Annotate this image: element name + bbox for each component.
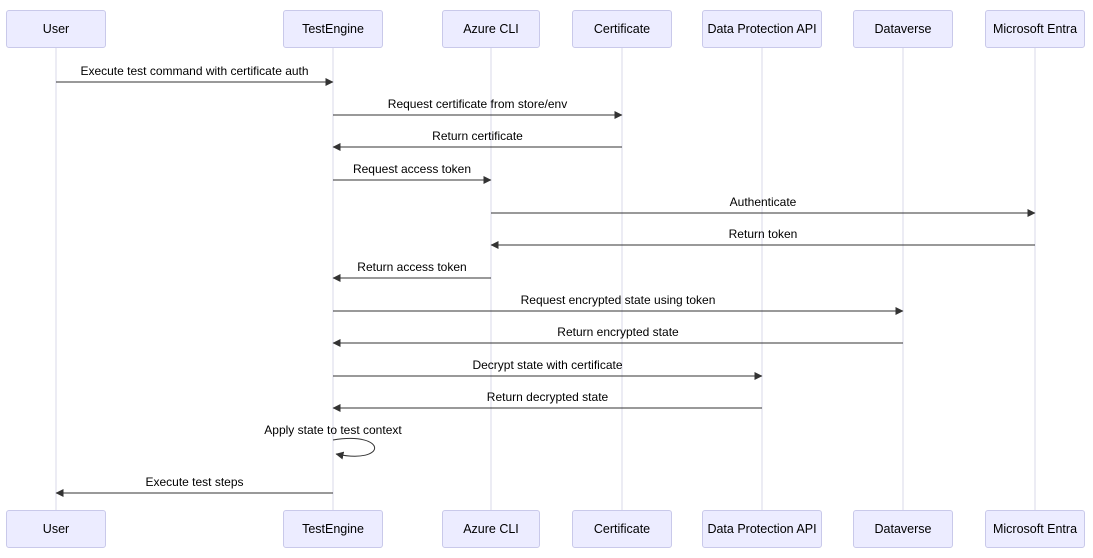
message-label: Request access token bbox=[352, 162, 472, 176]
message-label: Decrypt state with certificate bbox=[472, 358, 623, 372]
actor-box-top-testengine: TestEngine bbox=[283, 10, 383, 48]
actor-label: Dataverse bbox=[874, 22, 932, 36]
actor-label: Azure CLI bbox=[463, 22, 519, 36]
message-label: Request encrypted state using token bbox=[520, 293, 716, 307]
message-label: Return token bbox=[728, 227, 798, 241]
actor-box-bottom-user: User bbox=[6, 510, 106, 548]
actor-label: User bbox=[42, 522, 70, 536]
actor-box-top-entra: Microsoft Entra bbox=[985, 10, 1085, 48]
actor-label: Data Protection API bbox=[707, 522, 817, 536]
actor-label: Certificate bbox=[593, 522, 651, 536]
actor-box-top-azurecli: Azure CLI bbox=[442, 10, 540, 48]
actor-box-top-certificate: Certificate bbox=[572, 10, 672, 48]
actor-label: TestEngine bbox=[302, 22, 364, 36]
actor-box-top-dataverse: Dataverse bbox=[853, 10, 953, 48]
actor-label: TestEngine bbox=[302, 522, 364, 536]
message-label: Apply state to test context bbox=[264, 423, 402, 437]
lifelines bbox=[55, 48, 1036, 510]
actor-box-bottom-certificate: Certificate bbox=[572, 510, 672, 548]
actor-label: Azure CLI bbox=[463, 522, 519, 536]
message-label: Request certificate from store/env bbox=[387, 97, 568, 111]
message-label: Return access token bbox=[357, 260, 467, 274]
actor-label: Dataverse bbox=[874, 522, 932, 536]
message-label: Execute test steps bbox=[145, 475, 244, 489]
message-arrows bbox=[55, 78, 1036, 497]
message-label: Authenticate bbox=[729, 195, 797, 209]
actor-label: Microsoft Entra bbox=[992, 522, 1078, 536]
message-label: Return encrypted state bbox=[557, 325, 679, 339]
actor-label: Certificate bbox=[593, 22, 651, 36]
actor-box-top-user: User bbox=[6, 10, 106, 48]
actor-box-bottom-azurecli: Azure CLI bbox=[442, 510, 540, 548]
actor-label: Data Protection API bbox=[707, 22, 817, 36]
actor-box-bottom-dpapi: Data Protection API bbox=[702, 510, 822, 548]
actor-box-top-dpapi: Data Protection API bbox=[702, 10, 822, 48]
actor-box-bottom-dataverse: Dataverse bbox=[853, 510, 953, 548]
actor-label: User bbox=[42, 22, 70, 36]
message-label: Return certificate bbox=[432, 129, 523, 143]
self-message-arrow bbox=[332, 438, 376, 460]
actor-box-bottom-entra: Microsoft Entra bbox=[985, 510, 1085, 548]
actor-label: Microsoft Entra bbox=[992, 22, 1078, 36]
actor-box-bottom-testengine: TestEngine bbox=[283, 510, 383, 548]
message-label: Return decrypted state bbox=[486, 390, 609, 404]
message-label: Execute test command with certificate au… bbox=[80, 64, 309, 78]
